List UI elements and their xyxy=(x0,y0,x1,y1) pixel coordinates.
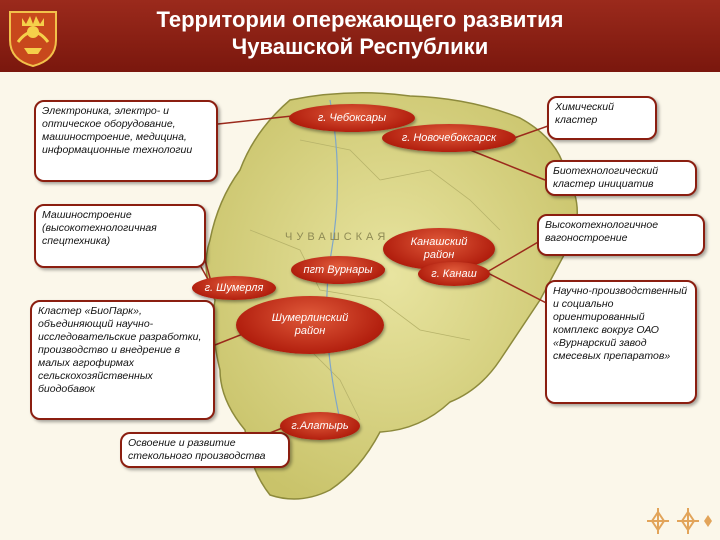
title-line-1: Территории опережающего развития xyxy=(156,7,564,32)
title-line-2: Чувашской Республики xyxy=(231,34,489,59)
town-vurnary: пгт Вурнары xyxy=(291,256,385,284)
ornament-icon xyxy=(647,508,712,534)
cluster-electronics-text: Электроника, электро- и оптическое обору… xyxy=(42,105,193,156)
cluster-electronics: Электроника, электро- и оптическое обору… xyxy=(34,100,218,182)
city-alatyr: г.Алатырь xyxy=(280,412,360,440)
cluster-biopark-text: Кластер «БиоПарк», объединяющий научно-и… xyxy=(38,305,202,395)
district-kanash: Канашский район xyxy=(383,228,495,270)
town-vurnary-label: пгт Вурнары xyxy=(303,263,373,276)
header-bar: Территории опережающего развития Чувашск… xyxy=(0,0,720,72)
city-novocheboksarsk-label: г. Новочебоксарск xyxy=(401,131,497,144)
city-cheboksary-label: г. Чебоксары xyxy=(317,111,387,124)
cluster-railcar-text: Высокотехнологичное вагоностроение xyxy=(545,219,659,244)
cluster-biopark: Кластер «БиоПарк», объединяющий научно-и… xyxy=(30,300,215,420)
cluster-chemical-text: Химический кластер xyxy=(555,101,614,126)
map-region-label: ЧУВАШСКАЯ xyxy=(285,231,389,243)
cluster-glass: Освоение и развитие стекольного производ… xyxy=(120,432,290,468)
district-shumerlinsky-label: Шумерлинский район xyxy=(271,312,349,337)
city-kanash: г. Канаш xyxy=(418,262,490,286)
chuvashia-emblem-icon xyxy=(9,11,57,68)
cluster-biotech-text: Биотехнологический кластер инициатив xyxy=(553,165,659,190)
district-shumerlinsky: Шумерлинский район xyxy=(236,296,384,354)
city-shumerlya-label: г. Шумерля xyxy=(204,281,264,294)
city-shumerlya: г. Шумерля xyxy=(192,276,276,300)
cluster-biotech: Биотехнологический кластер инициатив xyxy=(545,160,697,196)
district-border xyxy=(299,139,501,231)
cluster-vurnary-plant: Научно-производственный и социально орие… xyxy=(545,280,697,404)
page-title: Территории опережающего развития Чувашск… xyxy=(80,6,640,60)
city-alatyr-label: г.Алатырь xyxy=(291,419,349,432)
district-border xyxy=(249,229,471,341)
cluster-glass-text: Освоение и развитие стекольного производ… xyxy=(128,437,266,462)
city-kanash-label: г. Канаш xyxy=(431,267,477,280)
city-novocheboksarsk: г. Новочебоксарск xyxy=(382,124,516,152)
cluster-chemical: Химический кластер xyxy=(547,96,657,140)
cluster-machinery: Машиностроение (высокотехнологичная спец… xyxy=(34,204,206,268)
district-kanash-label: Канашский район xyxy=(410,236,468,261)
city-cheboksary: г. Чебоксары xyxy=(289,104,415,132)
cluster-railcar: Высокотехнологичное вагоностроение xyxy=(537,214,705,256)
cluster-vurnary-plant-text: Научно-производственный и социально орие… xyxy=(553,285,688,362)
cluster-machinery-text: Машиностроение (высокотехнологичная спец… xyxy=(42,209,157,247)
